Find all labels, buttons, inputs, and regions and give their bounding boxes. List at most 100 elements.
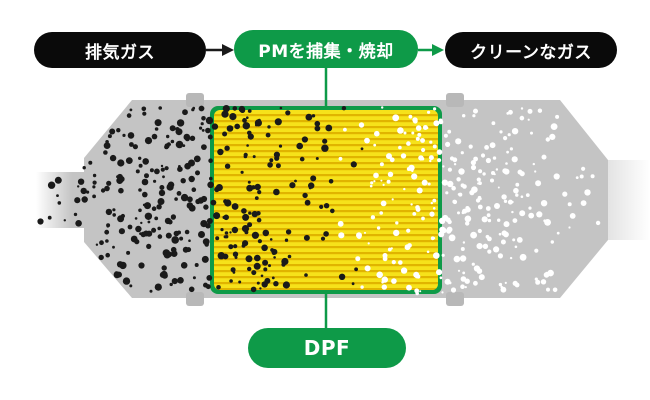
particle-dot: [456, 177, 461, 182]
particle-dot: [103, 142, 111, 150]
particle-dot: [268, 264, 271, 268]
particle-dot: [81, 196, 88, 203]
particle-dot: [428, 155, 434, 161]
particle-dot: [540, 200, 548, 207]
dpf-label: DPF: [248, 328, 406, 368]
particle-dot: [516, 237, 523, 243]
particle-dot: [222, 105, 230, 113]
particle-dot: [241, 208, 247, 214]
filter-channel: [214, 180, 438, 183]
particle-dot: [473, 280, 478, 286]
particle-dot: [373, 143, 377, 147]
particle-dot: [447, 167, 452, 172]
particle-dot: [478, 181, 482, 185]
particle-dot: [195, 170, 200, 176]
particle-dot: [126, 113, 132, 118]
particle-dot: [514, 245, 518, 249]
particle-dot: [182, 109, 188, 116]
particle-dot: [367, 242, 370, 245]
particle-dot: [232, 271, 236, 274]
soot-particles: [37, 105, 364, 293]
particle-dot: [261, 281, 268, 288]
particle-dot: [485, 157, 491, 164]
particle-dot: [273, 188, 280, 196]
filter-channel: [214, 246, 438, 249]
particle-dot: [127, 132, 135, 139]
particle-dot: [381, 284, 387, 290]
particle-dot: [520, 107, 524, 110]
particle-dot: [116, 261, 124, 268]
particle-dot: [328, 179, 334, 184]
particle-dot: [500, 239, 506, 245]
particle-dot: [151, 227, 157, 233]
particle-dot: [427, 182, 431, 186]
particle-dot: [129, 142, 134, 147]
particle-dot: [323, 203, 330, 209]
particle-dot: [458, 168, 465, 175]
particle-dot: [256, 217, 262, 223]
particle-dot: [112, 245, 115, 249]
particle-dot: [455, 138, 462, 145]
particle-dot: [530, 131, 533, 135]
particle-dot: [418, 155, 424, 161]
particle-dot: [358, 122, 365, 128]
particle-dot: [411, 131, 415, 135]
particle-dot: [499, 130, 503, 134]
particle-dot: [194, 263, 199, 267]
particle-dot: [144, 202, 151, 210]
particle-dot: [56, 194, 59, 198]
particle-dot: [497, 253, 503, 259]
particle-dot: [182, 144, 186, 148]
particle-dot: [395, 221, 399, 225]
particle-dot: [178, 165, 181, 168]
particle-dot: [465, 221, 470, 226]
particle-dot: [169, 282, 173, 287]
particle-dot: [432, 144, 437, 149]
particle-dot: [180, 262, 188, 269]
particle-dot: [154, 119, 162, 127]
filter-channel: [214, 192, 438, 195]
particle-dot: [547, 269, 554, 277]
particle-dot: [184, 229, 190, 235]
particle-dot: [569, 213, 576, 219]
particle-dot: [501, 230, 508, 236]
particle-dot: [47, 181, 56, 189]
particle-dot: [550, 240, 554, 244]
particle-dot: [426, 250, 430, 254]
particle-dot: [534, 248, 539, 253]
particle-dot: [164, 143, 170, 149]
particle-dot: [478, 274, 485, 281]
particle-dot: [532, 162, 535, 166]
particle-dot: [356, 234, 362, 240]
particle-dot: [452, 199, 457, 204]
particle-dot: [226, 125, 234, 132]
particle-dot: [189, 135, 196, 141]
particle-dot: [438, 119, 444, 125]
particle-dot: [158, 189, 166, 197]
particle-dot: [391, 278, 397, 284]
particle-dot: [273, 256, 276, 259]
particle-dot: [519, 253, 527, 261]
particle-dot: [142, 111, 147, 116]
particle-dot: [343, 127, 347, 132]
particle-dot: [415, 125, 422, 131]
particle-dot: [80, 187, 87, 195]
particle-dot: [162, 175, 165, 179]
particle-dot: [410, 203, 413, 206]
particle-dot: [134, 239, 140, 245]
particle-dot: [105, 208, 113, 216]
particle-dot: [243, 154, 248, 159]
particle-dot: [398, 260, 403, 265]
particle-dot: [296, 142, 304, 150]
particle-dot: [421, 179, 428, 186]
filter-channel: [214, 174, 438, 177]
particle-dot: [549, 133, 556, 140]
particle-dot: [398, 145, 402, 150]
particle-dot: [246, 184, 254, 192]
clean-gas-label: クリーンなガス: [445, 32, 617, 68]
particle-dot: [426, 126, 429, 130]
particle-dot: [303, 234, 310, 241]
particle-dot: [540, 279, 547, 285]
particle-dot: [63, 219, 66, 222]
